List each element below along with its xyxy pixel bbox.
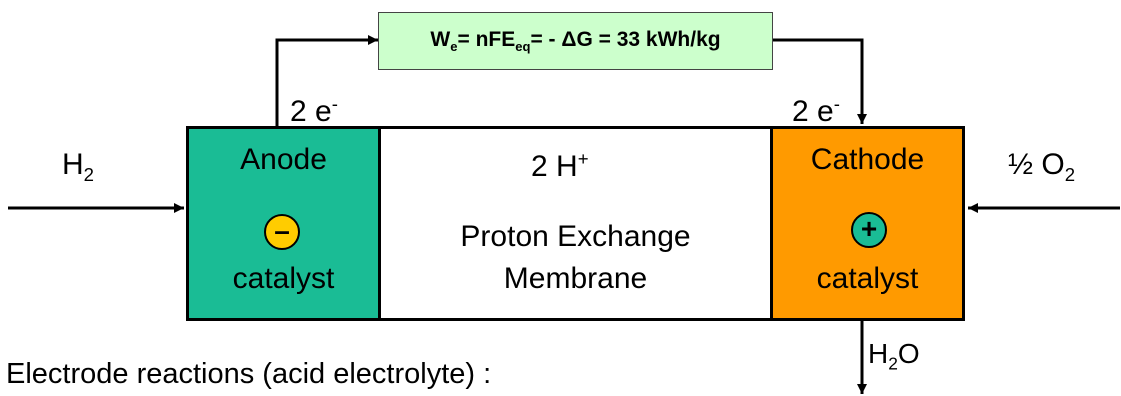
cathode-title: Cathode bbox=[810, 143, 925, 176]
anode-title: Anode bbox=[240, 143, 327, 176]
membrane-label-line2: Membrane bbox=[503, 262, 648, 295]
proton-label: 2 H+ bbox=[531, 148, 589, 183]
electrical-work-box: We= nFEeq= - ΔG = 33 kWh/kg bbox=[378, 12, 773, 70]
work-equation: We= nFEeq= - ΔG = 33 kWh/kg bbox=[430, 27, 721, 55]
external-circuit-wire bbox=[275, 35, 378, 126]
cathode-catalyst-label: catalyst bbox=[816, 262, 919, 295]
membrane-label-line1: Proton Exchange bbox=[460, 220, 691, 253]
proton-exchange-membrane bbox=[378, 126, 773, 321]
o2-inlet-label: ½ O2 bbox=[1008, 148, 1076, 185]
h2o-outlet-label: H2O bbox=[868, 338, 920, 374]
h2-inlet-label: H2 bbox=[62, 148, 95, 185]
cathode-positive-badge: + bbox=[851, 212, 887, 248]
electrode-reactions-caption: Electrode reactions (acid electrolyte) : bbox=[6, 358, 492, 390]
anode-catalyst-label: catalyst bbox=[232, 262, 335, 295]
external-circuit-wire-right bbox=[773, 38, 867, 124]
electrons-right-label: 2 e- bbox=[792, 93, 840, 128]
electrons-left-label: 2 e- bbox=[290, 93, 338, 128]
anode-negative-badge: – bbox=[264, 214, 300, 250]
